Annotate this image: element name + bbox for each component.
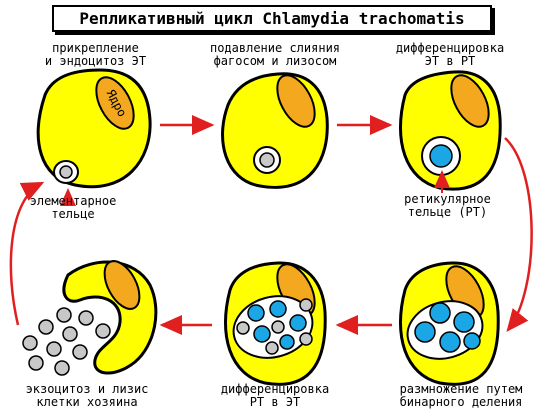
elementary-body: [38, 319, 54, 335]
label-line: РТ в ЭТ: [249, 395, 301, 409]
label-line: тельце (РТ): [407, 205, 488, 219]
label-line: и эндоцитоз ЭТ: [44, 54, 147, 68]
label-line: элементарное: [29, 194, 117, 208]
label-attachment: прикрепление и эндоцитоз ЭТ: [28, 42, 163, 68]
nucleus-6: [103, 260, 141, 310]
reticulate-body: [463, 332, 481, 350]
label-line: клетки хозяина: [36, 395, 138, 409]
label-line: дифференцировка: [220, 382, 330, 396]
released-elementary-bodies: [22, 307, 111, 376]
reticulate-body: [253, 325, 271, 343]
cell-diff-rt-et: [223, 261, 327, 386]
cell-exocytosis: [22, 260, 158, 376]
label-line: подавление слияния: [209, 41, 341, 55]
elementary-body: [56, 307, 72, 323]
label-diff-rt-et: дифференцировка РТ в ЭТ: [200, 383, 350, 409]
label-line: фагосом и лизосом: [213, 54, 337, 68]
cell-diff-et-rt: [398, 70, 502, 191]
reticulate-body: [269, 300, 287, 318]
arrow-6-1: [9, 181, 45, 326]
label-suppression: подавление слияния фагосом и лизосом: [195, 42, 355, 68]
label-line: ЭТ в РТ: [424, 54, 476, 68]
label-elementary-body: элементарное тельце: [18, 195, 128, 221]
elementary-body: [62, 326, 78, 342]
cell-multiply: [398, 261, 500, 386]
elementary-body: [265, 341, 279, 355]
reticulate-body: [429, 302, 451, 324]
reticulate-body: [453, 311, 475, 333]
nucleus-1: [95, 76, 135, 130]
label-line: ретикулярное: [404, 192, 491, 206]
cell-attachment: Ядро: [36, 68, 152, 189]
label-line: размножение путем: [399, 382, 523, 396]
nucleus-2: [276, 74, 316, 128]
reticulate-body: [414, 321, 436, 343]
reticulate-body: [247, 304, 265, 322]
elementary-body: [78, 310, 94, 326]
elementary-body: [271, 320, 285, 334]
cell-suppression: [221, 72, 329, 189]
label-line: тельце: [51, 207, 95, 221]
label-multiply: размножение путем бинарного деления: [375, 383, 547, 409]
elementary-body: [22, 335, 38, 351]
elementary-body: [299, 298, 313, 312]
reticulate-body: [289, 314, 307, 332]
elementary-body: [72, 344, 88, 360]
elementary-body: [28, 355, 44, 371]
label-exocytosis: экзоцитоз и лизис клетки хозяина: [2, 383, 172, 409]
elementary-body: [95, 323, 111, 339]
label-line: бинарного деления: [399, 395, 523, 409]
label-diff-et-rt: дифференцировка ЭТ в РТ: [380, 42, 520, 68]
reticulate-body: [279, 334, 295, 350]
label-line: прикрепление: [52, 41, 139, 55]
elementary-body: [46, 341, 62, 357]
elementary-body: [236, 321, 250, 335]
arrow-3-4: [504, 137, 533, 332]
reticulate-body-3: [429, 144, 453, 168]
elementary-body: [54, 360, 70, 376]
elementary-body: [299, 332, 313, 346]
elementary-body-1: [59, 165, 73, 179]
label-reticulate-body: ретикулярное тельце (РТ): [390, 193, 505, 219]
diagram-title: Репликативный цикл Chlamydia trachomatis: [52, 5, 492, 32]
elementary-body-2: [259, 152, 275, 168]
label-line: дифференцировка: [395, 41, 505, 55]
label-line: экзоцитоз и лизис: [25, 382, 149, 396]
cycle-arrows: [9, 115, 533, 335]
nucleus-3: [450, 74, 490, 128]
reticulate-body: [439, 331, 461, 353]
